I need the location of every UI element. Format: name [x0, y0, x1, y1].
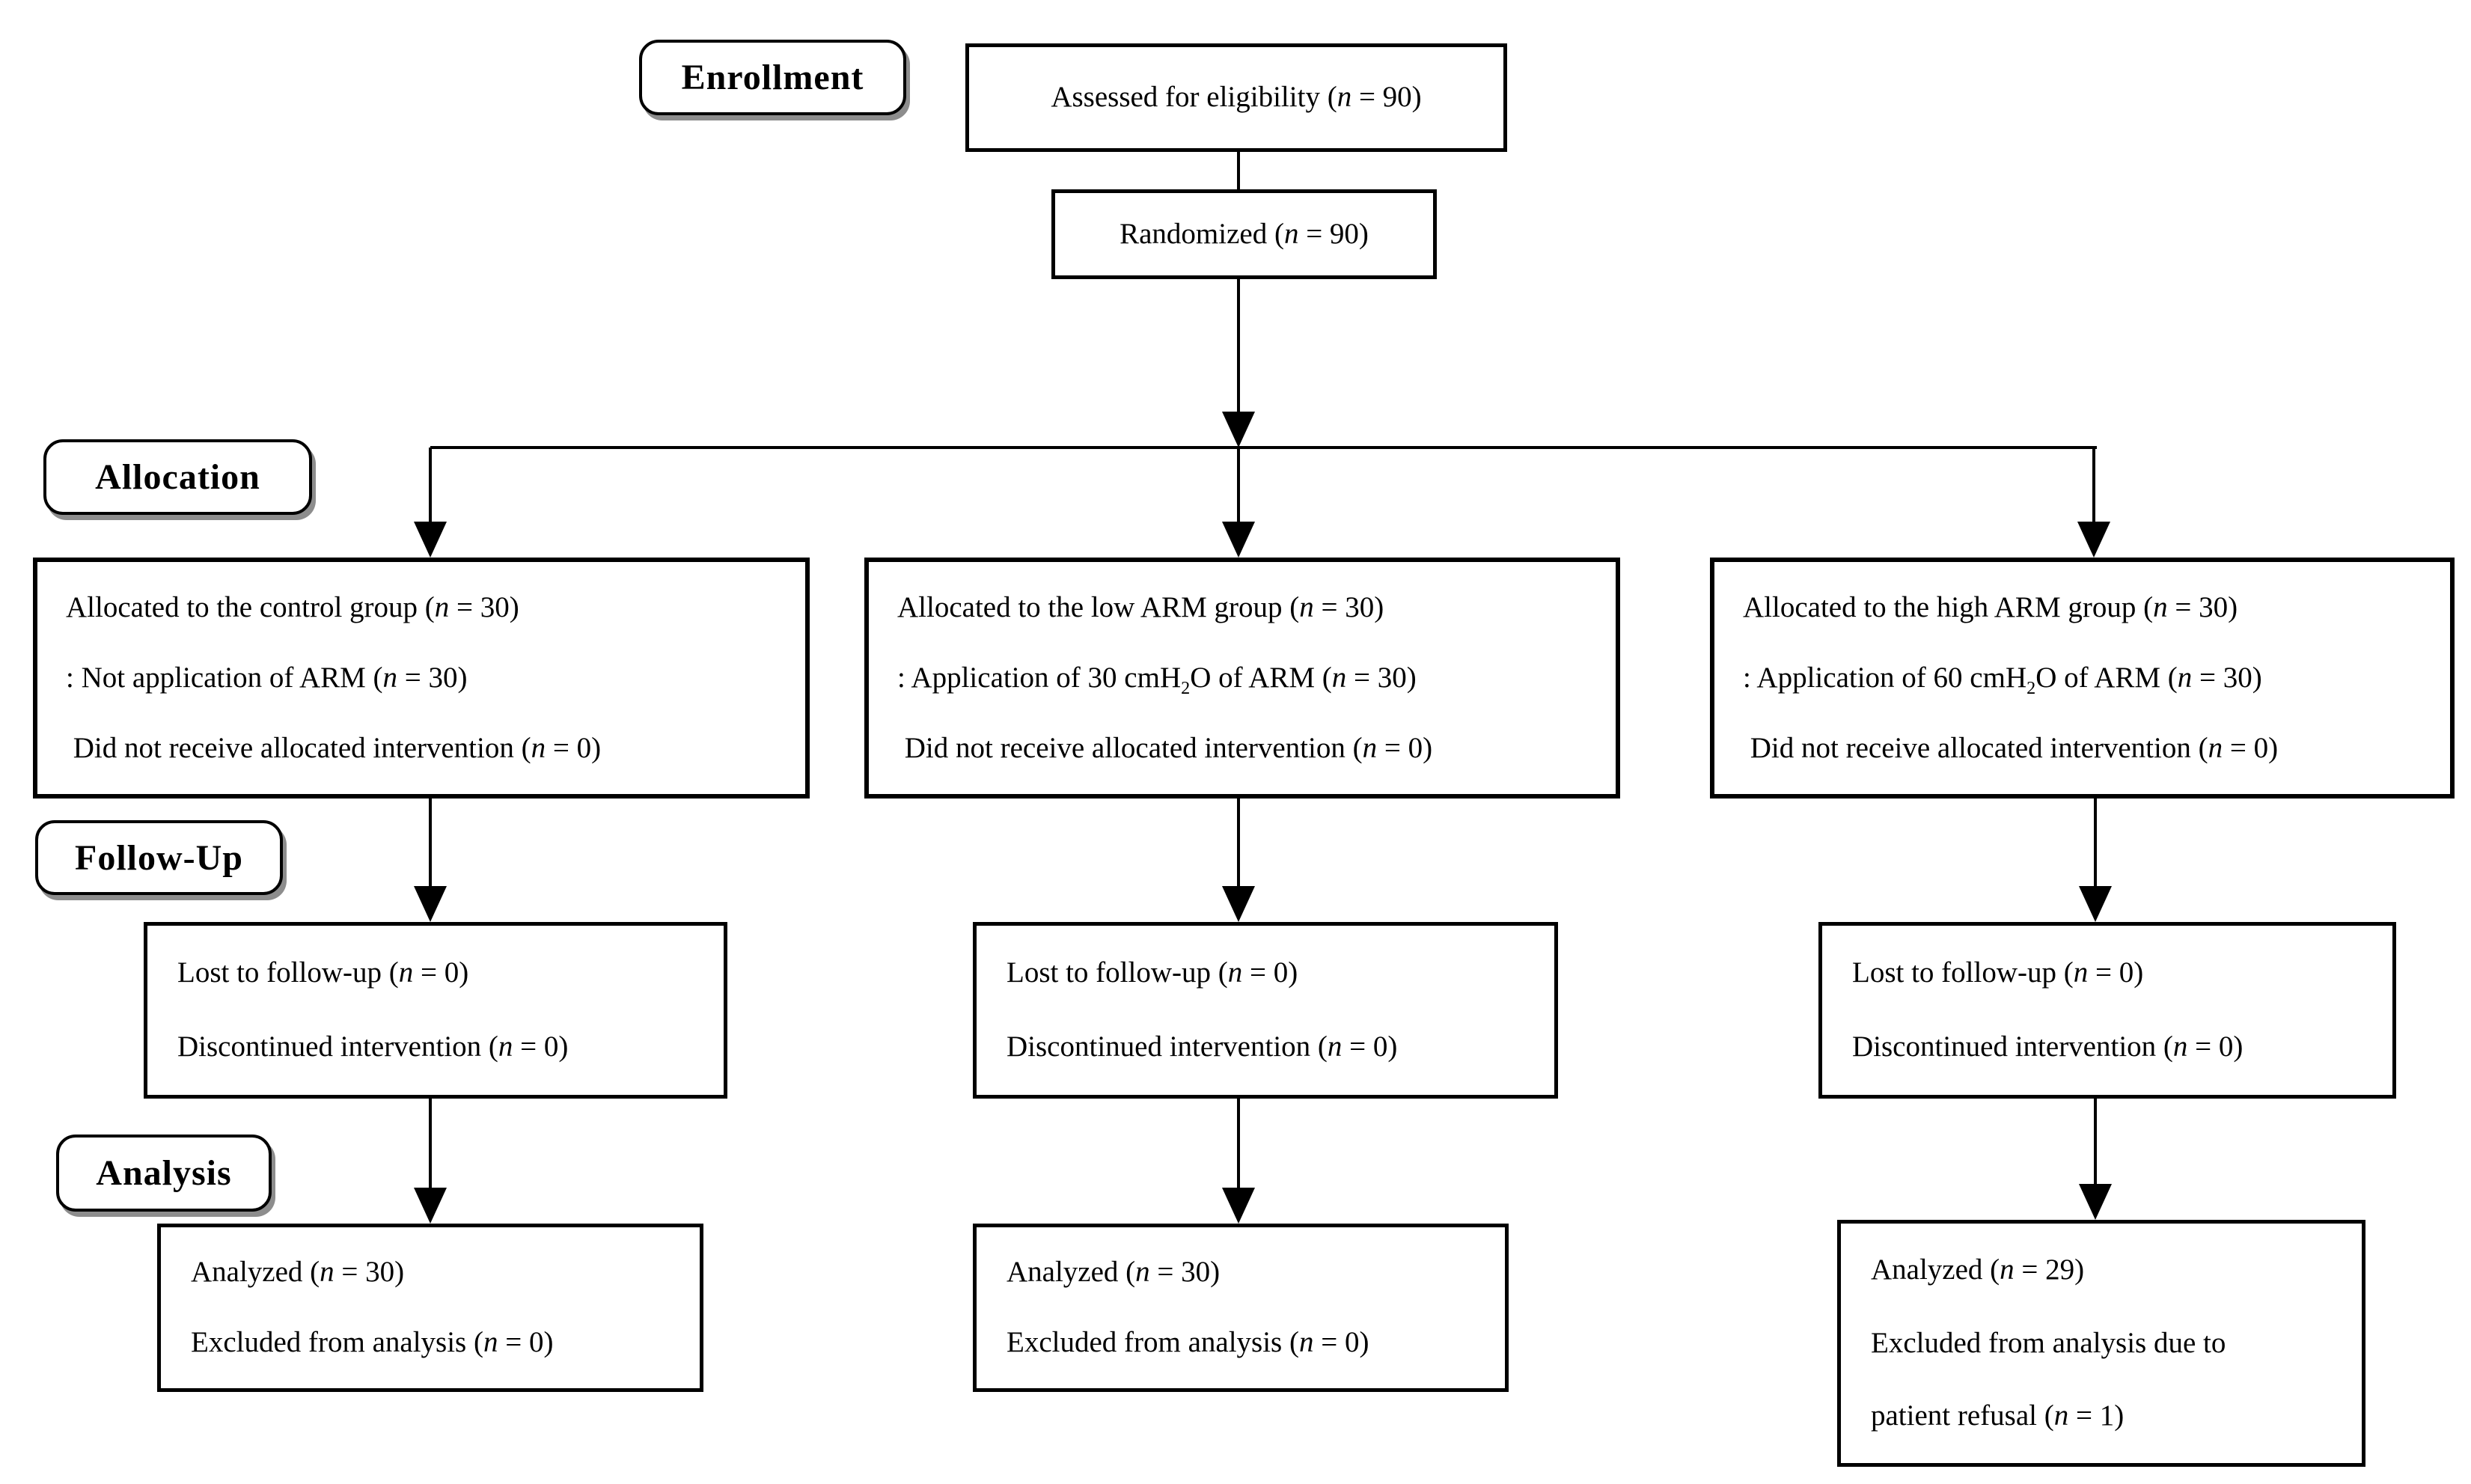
arrowhead-branch-to-low-arm — [1222, 522, 1255, 558]
flow-line-branch-to-low-arm — [1237, 448, 1240, 522]
arrowhead-low-arm-to-analysis — [1222, 1188, 1255, 1224]
stage-label-analysis: Analysis — [56, 1135, 272, 1212]
allocation-box-control: Allocated to the control group (n = 30) … — [33, 558, 810, 799]
followup-box-high-arm: Lost to follow-up (n = 0) Discontinued i… — [1818, 922, 2396, 1099]
allocation-low-arm-line-2: : Application of 30 cmH2O of ARM (n = 30… — [897, 661, 1417, 698]
flow-line-randomized-to-branch — [1237, 279, 1240, 412]
analysis-high-arm-line-3: patient refusal (n = 1) — [1871, 1399, 2125, 1432]
allocation-box-low-arm: Allocated to the low ARM group (n = 30) … — [864, 558, 1620, 799]
arrowhead-control-to-followup — [414, 886, 447, 922]
allocation-box-high-arm: Allocated to the high ARM group (n = 30)… — [1710, 558, 2455, 799]
followup-high-arm-line-1: Lost to follow-up (n = 0) — [1852, 956, 2144, 989]
flow-line-branch-to-control — [429, 448, 432, 522]
randomized-text: Randomized (n = 90) — [1120, 217, 1369, 250]
analysis-low-arm-line-2: Excluded from analysis (n = 0) — [1007, 1325, 1369, 1358]
arrowhead-branch-to-control — [414, 522, 447, 558]
analysis-control-line-1: Analyzed (n = 30) — [191, 1256, 405, 1289]
flow-line-low-arm-to-analysis — [1237, 1099, 1240, 1188]
flow-line-control-to-followup — [429, 799, 432, 886]
allocation-low-arm-line-1: Allocated to the low ARM group (n = 30) — [897, 590, 1384, 623]
followup-control-line-1: Lost to follow-up (n = 0) — [177, 956, 469, 989]
stage-label-followup-text: Follow-Up — [75, 837, 243, 878]
stage-label-enrollment: Enrollment — [639, 40, 906, 115]
arrowhead-control-to-analysis — [414, 1188, 447, 1224]
allocation-high-arm-line-3: Did not receive allocated intervention (… — [1743, 731, 2279, 764]
stage-label-followup: Follow-Up — [35, 820, 283, 895]
flow-line-assessed-to-randomized — [1237, 152, 1240, 189]
arrowhead-high-arm-to-followup — [2079, 886, 2112, 922]
analysis-control-line-2: Excluded from analysis (n = 0) — [191, 1325, 554, 1358]
flow-line-branch-to-high-arm — [2092, 448, 2095, 522]
analysis-box-low-arm: Analyzed (n = 30) Excluded from analysis… — [973, 1224, 1509, 1392]
allocation-high-arm-line-1: Allocated to the high ARM group (n = 30) — [1743, 590, 2238, 623]
assessed-eligibility-box: Assessed for eligibility (n = 90) — [965, 43, 1507, 152]
allocation-control-line-3: Did not receive allocated intervention (… — [66, 731, 602, 764]
flow-line-control-to-analysis — [429, 1099, 432, 1188]
stage-label-allocation-text: Allocation — [95, 457, 260, 497]
allocation-high-arm-line-2: : Application of 60 cmH2O of ARM (n = 30… — [1743, 661, 2262, 698]
arrowhead-branch-to-high-arm — [2077, 522, 2110, 558]
analysis-box-high-arm: Analyzed (n = 29) Excluded from analysis… — [1837, 1220, 2365, 1467]
randomized-box: Randomized (n = 90) — [1051, 189, 1437, 279]
stage-label-analysis-text: Analysis — [96, 1153, 232, 1193]
flow-line-branch-horizontal — [430, 446, 2097, 449]
stage-label-allocation: Allocation — [43, 439, 312, 515]
analysis-high-arm-line-2: Excluded from analysis due to — [1871, 1326, 2226, 1359]
analysis-high-arm-line-1: Analyzed (n = 29) — [1871, 1254, 2085, 1286]
flow-line-high-arm-to-followup — [2094, 799, 2097, 886]
analysis-box-control: Analyzed (n = 30) Excluded from analysis… — [157, 1224, 703, 1392]
flow-line-high-arm-to-analysis — [2094, 1099, 2097, 1184]
followup-high-arm-line-2: Discontinued intervention (n = 0) — [1852, 1030, 2244, 1063]
arrowhead-randomized-to-branch — [1222, 412, 1255, 448]
followup-control-line-2: Discontinued intervention (n = 0) — [177, 1030, 569, 1063]
analysis-low-arm-line-1: Analyzed (n = 30) — [1007, 1256, 1221, 1289]
arrowhead-low-arm-to-followup — [1222, 886, 1255, 922]
flow-line-low-arm-to-followup — [1237, 799, 1240, 886]
assessed-eligibility-text: Assessed for eligibility (n = 90) — [1051, 81, 1422, 114]
followup-low-arm-line-2: Discontinued intervention (n = 0) — [1007, 1030, 1398, 1063]
allocation-control-line-1: Allocated to the control group (n = 30) — [66, 590, 519, 623]
followup-box-control: Lost to follow-up (n = 0) Discontinued i… — [144, 922, 727, 1099]
followup-low-arm-line-1: Lost to follow-up (n = 0) — [1007, 956, 1298, 989]
allocation-low-arm-line-3: Did not receive allocated intervention (… — [897, 731, 1433, 764]
stage-label-enrollment-text: Enrollment — [681, 58, 864, 97]
followup-box-low-arm: Lost to follow-up (n = 0) Discontinued i… — [973, 922, 1558, 1099]
allocation-control-line-2: : Not application of ARM (n = 30) — [66, 661, 468, 694]
arrowhead-high-arm-to-analysis — [2079, 1184, 2112, 1220]
